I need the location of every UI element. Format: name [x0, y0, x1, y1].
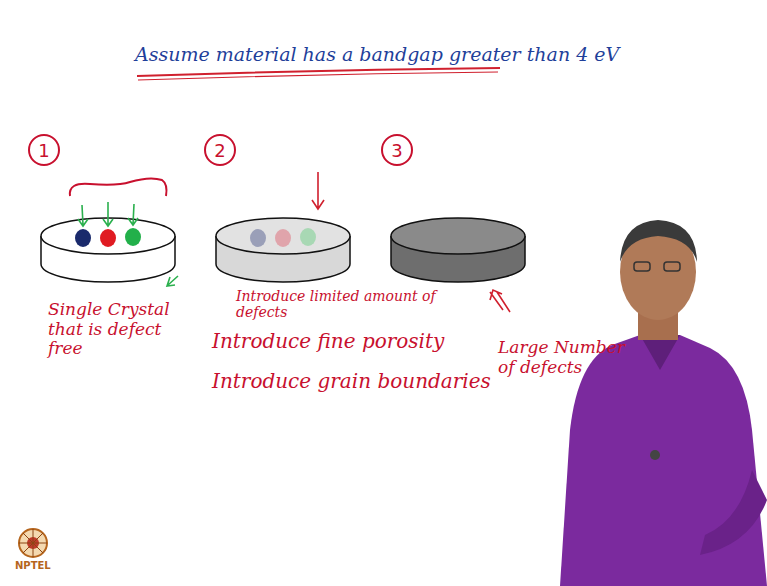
step-number: 3	[381, 134, 413, 166]
crystal-disk	[391, 218, 525, 282]
annotation: Large Number of defects	[498, 338, 626, 377]
annotation: Introduce fine porosity	[212, 330, 512, 353]
step-number-text: 1	[38, 140, 49, 161]
slide-title: Assume material has a bandgap greater th…	[135, 44, 515, 66]
step-number: 1	[28, 134, 60, 166]
crystal-disk	[41, 218, 175, 282]
annotation: Single Crystal that is defect free	[48, 300, 183, 359]
annotation: Introduce limited amount of defects	[236, 288, 466, 320]
step-number-text: 3	[391, 140, 402, 161]
nptel-emblem	[19, 529, 47, 557]
step-number-text: 2	[214, 140, 225, 161]
logo-text: NPTEL	[15, 560, 65, 572]
presenter	[560, 220, 767, 586]
step-number: 2	[204, 134, 236, 166]
annotation: Introduce grain boundaries	[212, 370, 522, 393]
crystal-disk	[216, 218, 350, 282]
